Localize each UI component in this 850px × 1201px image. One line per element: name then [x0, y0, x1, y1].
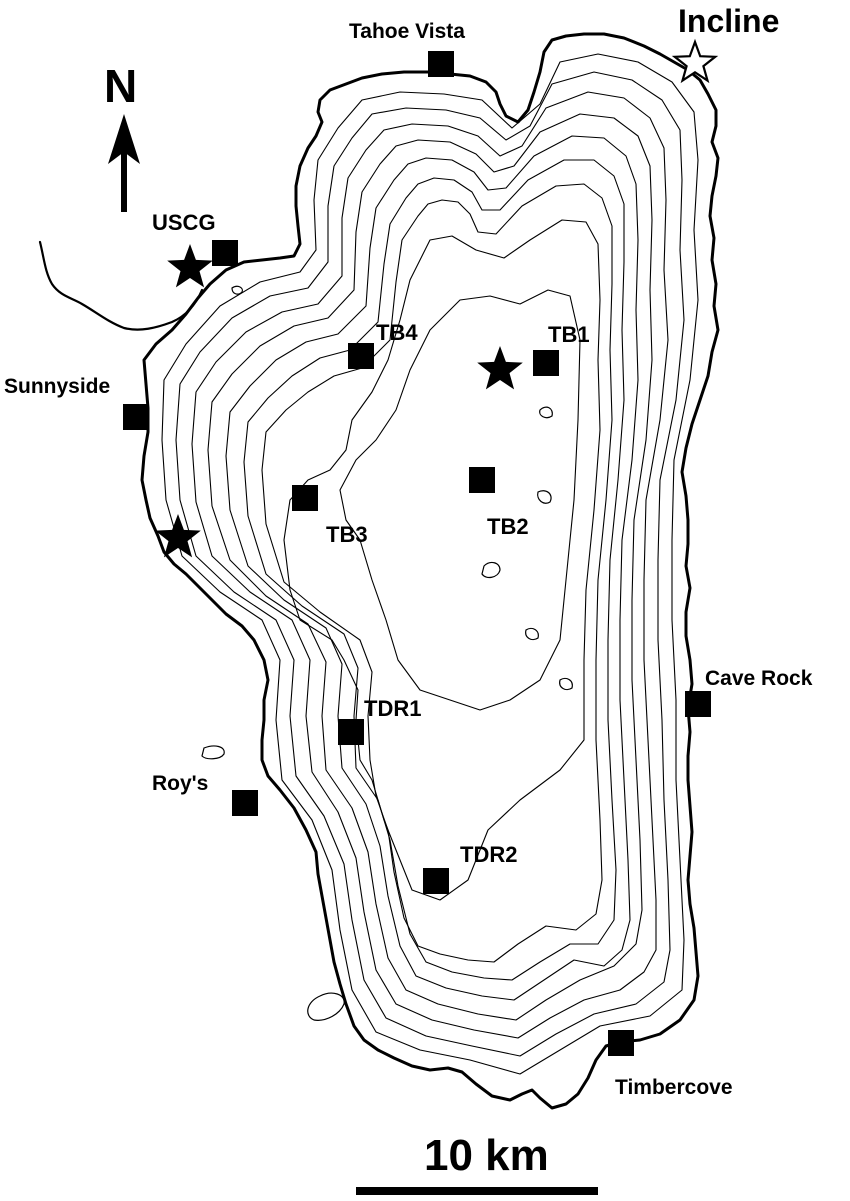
- star-markers: [155, 38, 719, 558]
- label-tdr2: TDR2: [460, 842, 517, 867]
- station-labels: Tahoe Vista USCG TB4 TB1 Sunnyside TB2 T…: [4, 3, 813, 1099]
- station-marker-tdr1[interactable]: [338, 719, 364, 745]
- station-marker-tb3[interactable]: [292, 485, 318, 511]
- label-tb1: TB1: [548, 322, 590, 347]
- station-marker-timbercove[interactable]: [608, 1030, 634, 1056]
- label-sunnyside: Sunnyside: [4, 375, 110, 398]
- north-label: N: [104, 60, 137, 112]
- river-line: [38, 240, 204, 331]
- north-arrow: N: [104, 60, 140, 212]
- label-tdr1: TDR1: [364, 696, 421, 721]
- label-tb3: TB3: [326, 522, 368, 547]
- label-tb4: TB4: [376, 320, 418, 345]
- islets: [201, 285, 573, 1021]
- scale-line: [356, 1187, 598, 1195]
- station-marker-sunnyside[interactable]: [123, 404, 149, 430]
- label-incline: Incline: [678, 3, 779, 39]
- label-timbercove: Timbercove: [615, 1076, 733, 1099]
- station-marker-tb2[interactable]: [469, 467, 495, 493]
- station-marker-roys[interactable]: [232, 790, 258, 816]
- bathymetric-contours: [161, 53, 699, 1075]
- label-cave-rock: Cave Rock: [705, 667, 813, 690]
- station-markers: [123, 51, 711, 1056]
- station-marker-uscg[interactable]: [212, 240, 238, 266]
- incline-star-marker[interactable]: [671, 38, 719, 84]
- label-uscg: USCG: [152, 210, 216, 235]
- uscg-star-marker[interactable]: [167, 244, 213, 288]
- station-marker-tb4[interactable]: [348, 343, 374, 369]
- label-tb2: TB2: [487, 514, 529, 539]
- station-marker-cave-rock[interactable]: [685, 691, 711, 717]
- label-roys: Roy's: [152, 772, 208, 795]
- label-tahoe-vista: Tahoe Vista: [349, 20, 465, 43]
- west-shore-star-marker[interactable]: [155, 514, 201, 558]
- scale-bar: 10 km: [356, 1131, 598, 1195]
- scale-label: 10 km: [424, 1131, 549, 1180]
- station-marker-tdr2[interactable]: [423, 868, 449, 894]
- tb1-star-marker[interactable]: [477, 346, 523, 390]
- station-marker-tahoe-vista[interactable]: [428, 51, 454, 77]
- station-marker-tb1[interactable]: [533, 350, 559, 376]
